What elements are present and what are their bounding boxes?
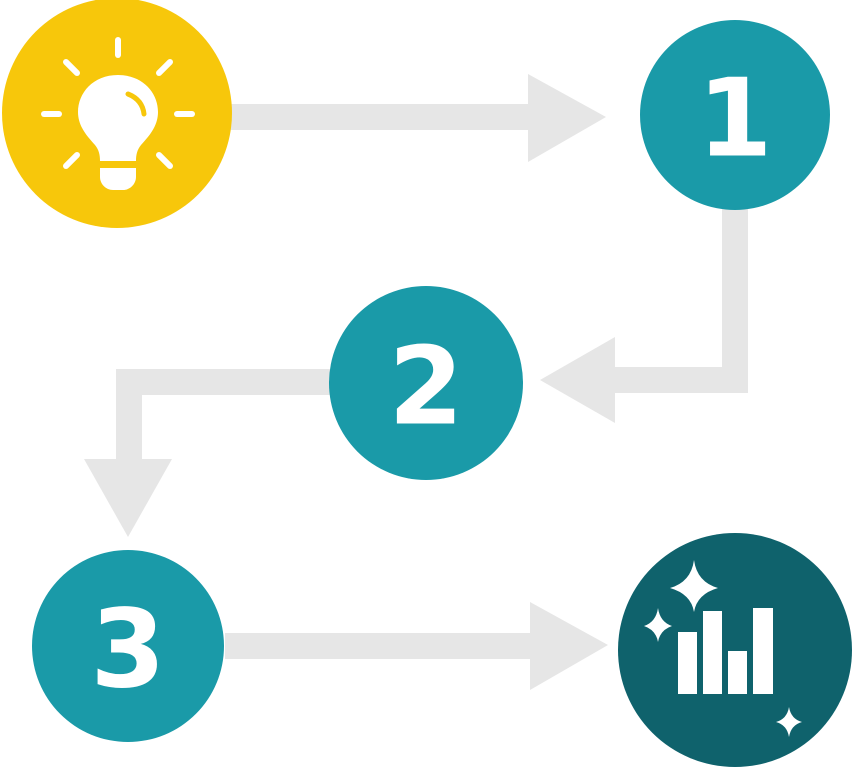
chart-bar-icon [753,608,773,694]
connectors [84,74,748,690]
arrow-step-1-to-step-2 [540,205,748,423]
step-2-node: 2 [329,286,523,480]
step-2-label: 2 [388,325,463,450]
sparkle-icon [670,560,718,612]
chart-bar-icon [703,611,722,694]
step-1-label: 1 [697,57,772,182]
result-node [618,533,852,767]
arrow-idea-to-step-1 [230,74,606,162]
step-3-node: 3 [32,550,224,742]
arrow-step-3-to-result [225,602,608,690]
lightbulb-icon [41,37,195,190]
sparkle-icon [644,608,672,642]
sparkle-icon [776,707,802,737]
chart-bar-icon [678,632,697,694]
step-1-node: 1 [640,20,830,210]
arrow-step-2-to-step-3 [84,369,336,537]
idea-node [2,0,232,228]
step-3-label: 3 [90,588,165,713]
chart-bar-icon [728,651,747,694]
bar-chart-sparkle-icon [644,560,802,737]
